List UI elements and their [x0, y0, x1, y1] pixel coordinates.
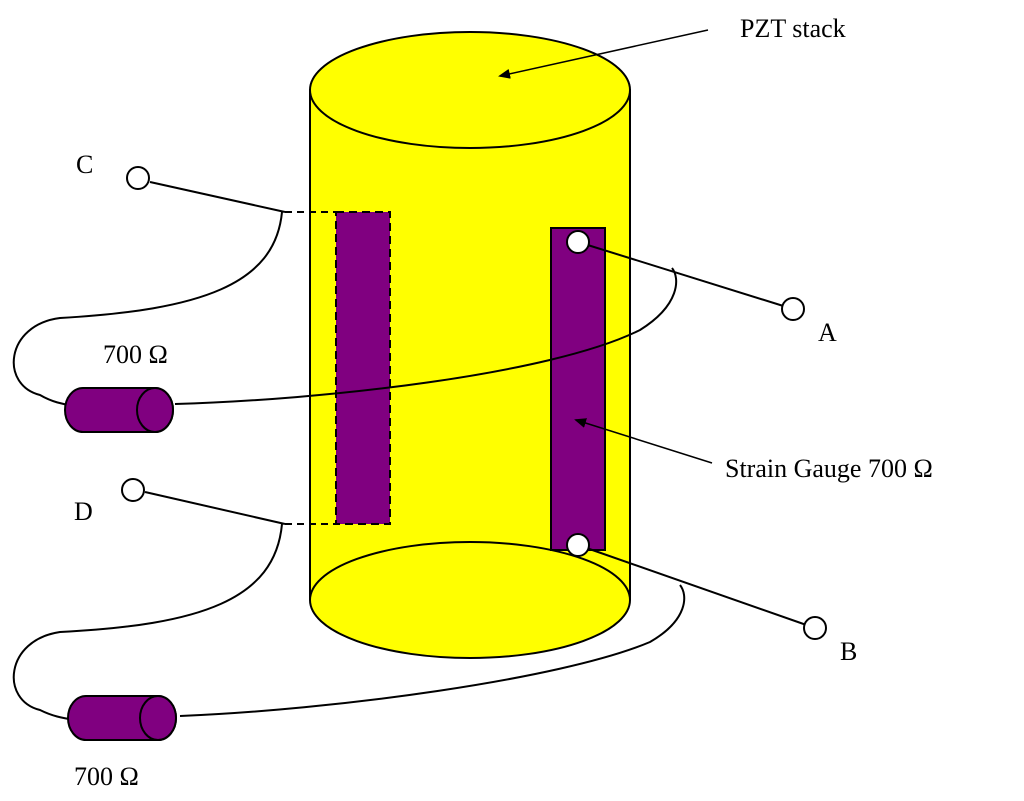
- gauge-bottom-contact: [566, 533, 590, 557]
- terminal-d-node: [121, 478, 145, 502]
- terminal-a-node: [781, 297, 805, 321]
- pzt-stack-arrow: [498, 29, 709, 79]
- wire-c: [12, 181, 678, 407]
- resistor-bottom: [67, 695, 177, 741]
- wire-d: [12, 491, 686, 721]
- resistor-bottom-label: 700 Ω: [74, 762, 139, 791]
- wire-a: [577, 241, 794, 310]
- pzt-stack-label: PZT stack: [740, 14, 846, 43]
- terminal-a-label: A: [818, 318, 837, 347]
- cylinder-bottom-rim: [309, 541, 631, 601]
- terminal-c-label: C: [76, 150, 93, 179]
- terminal-d-label: D: [74, 497, 93, 526]
- terminal-c-node: [126, 166, 150, 190]
- front-strain-gauge: [550, 227, 606, 551]
- cylinder-top-face: [309, 31, 631, 149]
- wire-b: [577, 544, 816, 629]
- terminal-b-node: [803, 616, 827, 640]
- strain-gauge-label: Strain Gauge 700 Ω: [725, 454, 933, 483]
- strain-gauge-arrow: [574, 418, 713, 464]
- back-strain-gauge: [335, 211, 391, 525]
- terminal-b-label: B: [840, 637, 857, 666]
- gauge-top-contact: [566, 230, 590, 254]
- resistor-top-label: 700 Ω: [103, 340, 168, 369]
- resistor-top: [64, 387, 174, 433]
